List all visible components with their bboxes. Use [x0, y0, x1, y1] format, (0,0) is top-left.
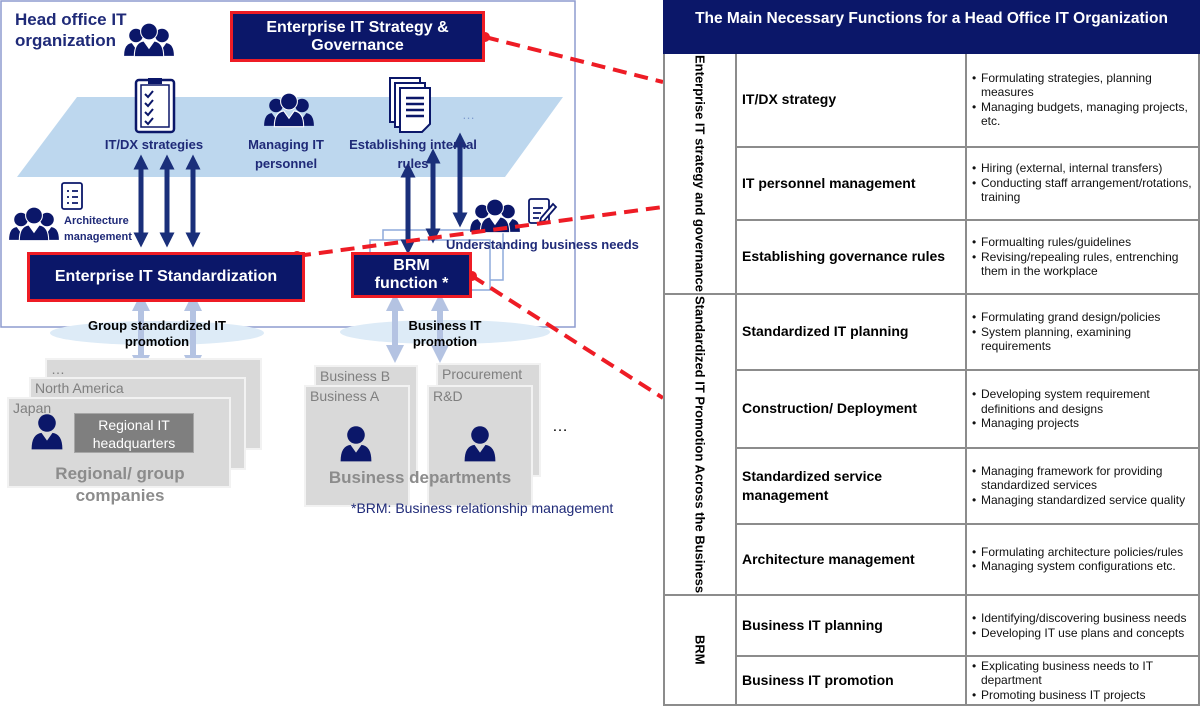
function-name: Standardized service management	[735, 446, 967, 525]
detail-item: Formulating grand design/policies	[972, 310, 1196, 325]
group-standardized: Standardized IT Promotion Across the Bus…	[663, 292, 737, 597]
table-row: Enterprise IT strategy and governance IT…	[663, 52, 1200, 295]
plane-label-personnel: Managing IT personnel	[248, 137, 324, 171]
understanding-label: Understanding business needs	[446, 237, 639, 252]
group-brm: BRM	[663, 594, 737, 706]
detail-item: Developing IT use plans and concepts	[972, 626, 1196, 641]
detail-item: Conducting staff arrangement/rotations, …	[972, 176, 1196, 205]
function-name: Standardized IT planning	[735, 292, 967, 372]
table-row: BRM Business IT planning Identifying/dis…	[663, 594, 1200, 706]
table-row: Architecture management Formulating arch…	[664, 522, 1200, 597]
detail-item: Developing system requirement definition…	[972, 387, 1196, 416]
strategy-governance-box: Enterprise IT Strategy & Governance	[230, 11, 485, 62]
architecture-label: Architecture management	[64, 215, 132, 243]
documents-icon	[389, 77, 431, 133]
business-card-a: Business A	[304, 385, 410, 507]
business-more: …	[552, 418, 568, 435]
standardization-box: Enterprise IT Standardization	[27, 252, 305, 302]
brm-box: BRM function *	[351, 252, 472, 298]
table-row: Construction/ Deployment Developing syst…	[664, 369, 1200, 449]
functions-table: The Main Necessary Functions for a Head …	[663, 0, 1200, 706]
detail-item: Promoting business IT projects	[972, 688, 1196, 703]
group-label: BRM	[692, 635, 708, 665]
business-card-rd: R&D	[427, 385, 533, 507]
group-strategy: Enterprise IT strategy and governance	[663, 52, 737, 295]
table-row: IT personnel management Hiring (external…	[664, 145, 1200, 221]
org-title: Head office IT organization	[15, 10, 127, 50]
plane-label-itdx: IT/DX strategies	[104, 137, 204, 152]
detail-item: Managing budgets, managing projects, etc…	[972, 100, 1196, 129]
plane-more: …	[462, 107, 475, 122]
group-label: Standardized IT Promotion Across the Bus…	[692, 295, 708, 594]
detail-item: Formualting rules/guidelines	[972, 235, 1196, 250]
function-name: Establishing governance rules	[735, 218, 967, 295]
brm-footnote: *BRM: Business relationship management	[351, 500, 614, 516]
detail-item: System planning, examining requirements	[972, 325, 1196, 354]
function-name: Architecture management	[735, 522, 967, 597]
business-title: Business departments	[328, 468, 512, 487]
detail-item: Managing projects	[972, 416, 1196, 431]
function-name: IT personnel management	[735, 145, 967, 221]
plane-label-rules: Establishing internal rules	[349, 137, 477, 171]
group-promotion-label: Group standardized IT promotion	[88, 318, 226, 349]
detail-item: Hiring (external, internal transfers)	[972, 161, 1196, 176]
detail-item: Managing standardized service quality	[972, 493, 1196, 508]
detail-item: Managing system configurations etc.	[972, 559, 1196, 574]
detail-item: Explicating business needs to IT departm…	[972, 659, 1196, 688]
business-promotion-label: Business IT promotion	[408, 318, 482, 349]
detail-item: Formulating architecture policies/rules	[972, 545, 1196, 560]
table-row: Business IT promotion Explicating busine…	[664, 655, 1200, 706]
clipboard-checklist-icon	[134, 78, 176, 134]
person-icon	[31, 414, 63, 450]
detail-item: Formulating strategies, planning measure…	[972, 71, 1196, 100]
function-name: Construction/ Deployment	[735, 369, 967, 449]
detail-item: Identifying/discovering business needs	[972, 611, 1196, 626]
person-icon	[464, 426, 496, 462]
detail-item: Revising/repealing rules, entrenching th…	[972, 250, 1196, 279]
checklist-icon	[61, 182, 83, 210]
person-icon	[340, 426, 372, 462]
table-row: Establishing governance rules Formualtin…	[664, 218, 1200, 295]
connector-lines	[296, 35, 665, 400]
japan-label: Japan	[13, 400, 52, 416]
function-name: IT/DX strategy	[735, 52, 967, 148]
function-name: Business IT promotion	[735, 655, 967, 706]
regional-hq-box: Regional IT headquarters	[74, 413, 194, 453]
detail-item: Managing framework for providing standar…	[972, 464, 1196, 493]
regional-title: Regional/ group companies	[55, 464, 185, 505]
function-name: Business IT planning	[735, 594, 967, 658]
table-row: Standardized IT Promotion Across the Bus…	[663, 292, 1200, 597]
table-row: Standardized service management Managing…	[664, 446, 1200, 525]
group-label: Enterprise IT strategy and governance	[692, 55, 708, 292]
table-title: The Main Necessary Functions for a Head …	[663, 0, 1200, 54]
bidirectional-arrows	[133, 132, 468, 255]
